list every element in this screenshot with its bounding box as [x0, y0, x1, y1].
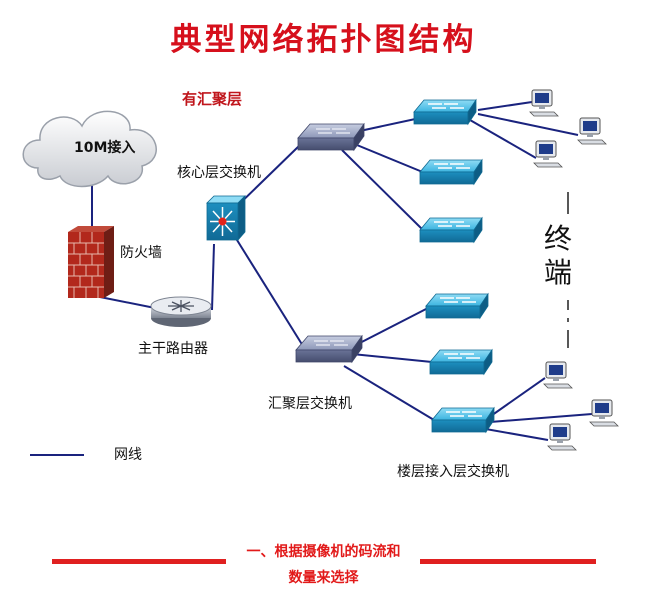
pc-2-icon — [577, 117, 607, 145]
firewall-label: 防火墙 — [120, 245, 162, 261]
pc-3-icon — [533, 140, 563, 168]
core-switch-icon — [206, 195, 246, 242]
access-switch-6-icon — [431, 407, 495, 433]
cloud-label: 10M接入 — [74, 140, 136, 156]
cloud-icon — [22, 110, 157, 188]
terminal-label: 终端 — [543, 222, 572, 289]
link-sw1-pc2 — [477, 113, 579, 136]
pc-5-icon — [589, 399, 619, 427]
router-label: 主干路由器 — [138, 341, 208, 357]
core-switch-label: 核心层交换机 — [177, 165, 261, 181]
pc-1-icon — [529, 89, 559, 117]
link-aggtop-sw2 — [351, 142, 426, 174]
legend-label: 网线 — [114, 447, 142, 463]
footer-caption: 一、根据摄像机的码流和 数量来选择 — [0, 539, 647, 591]
link-router-core — [211, 243, 215, 311]
pc-6-icon — [547, 423, 577, 451]
link-aggbot-sw4 — [349, 307, 429, 349]
footer-bar-left — [52, 559, 226, 564]
link-sw6-pc5 — [489, 413, 593, 423]
access-switch-5-icon — [429, 349, 493, 375]
aggregation-switch-bottom-icon — [295, 335, 363, 363]
link-sw6-pc6 — [479, 427, 549, 441]
access-switch-4-icon — [425, 293, 489, 319]
aggregation-note: 有汇聚层 — [182, 90, 243, 108]
access-switch-label: 楼层接入层交换机 — [397, 464, 509, 480]
firewall-icon — [68, 226, 114, 298]
page-title: 典型网络拓扑图结构 — [170, 22, 477, 58]
link-sw1-pc3 — [469, 119, 537, 159]
footer-line-1: 一、根据摄像机的码流和 — [246, 544, 401, 560]
aggregation-switch-top-icon — [297, 123, 365, 151]
footer-bar-right — [420, 559, 596, 564]
link-aggbot-sw5 — [351, 353, 433, 363]
pc-4-icon — [543, 361, 573, 389]
link-sw1-pc1 — [477, 101, 533, 111]
footer-line-2: 数量来选择 — [288, 570, 359, 586]
aggregation-switch-label: 汇聚层交换机 — [268, 396, 352, 412]
link-core-agg-bottom — [231, 231, 304, 347]
router-icon — [150, 296, 212, 327]
link-sw6-pc4 — [487, 377, 546, 419]
access-switch-1-icon — [413, 99, 477, 125]
link-aggtop-sw3 — [341, 149, 426, 233]
link-aggtop-sw1 — [354, 117, 421, 133]
network-links — [91, 101, 593, 441]
link-aggbot-sw6 — [343, 365, 435, 421]
access-switch-2-icon — [419, 159, 483, 185]
access-switch-3-icon — [419, 217, 483, 243]
